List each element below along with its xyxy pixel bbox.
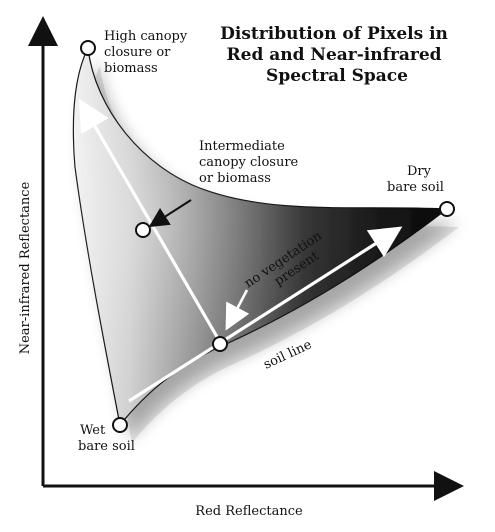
title-line-1: Distribution of Pixels in (220, 24, 448, 44)
dry-soil-point (439, 201, 455, 217)
wet-soil-label-line-1: Wet (80, 423, 106, 438)
intermediate-label-line-2: canopy closure (199, 155, 299, 170)
high-canopy-label-line-1: High canopy (104, 29, 188, 44)
diagram-title: Distribution of Pixels in Red and Near-i… (220, 24, 454, 86)
feature-space-highlight (73, 48, 448, 425)
y-axis-label: Near-infrared Reflectance (18, 181, 33, 354)
dry-soil-label-line-1: Dry (407, 164, 432, 179)
high-canopy-label: High canopy closure or biomass (104, 29, 191, 76)
wet-soil-point (112, 417, 128, 433)
wet-soil-label: Wet bare soil (78, 423, 135, 454)
high-canopy-point (80, 40, 96, 56)
high-canopy-label-line-2: closure or (104, 45, 171, 60)
intermediate-label: Intermediate canopy closure or biomass (199, 139, 302, 186)
no-vegetation-callout-arrow (225, 289, 250, 331)
wet-soil-label-line-2: bare soil (78, 439, 135, 454)
intermediate-point (135, 222, 151, 238)
intermediate-callout-arrow (148, 199, 192, 228)
soil-line-arrow (128, 226, 403, 403)
title-line-2: Red and Near-infrared (227, 45, 442, 65)
dry-soil-label: Dry bare soil (387, 164, 444, 195)
x-axis-label: Red Reflectance (195, 504, 303, 519)
intermediate-label-line-3: or biomass (199, 171, 271, 186)
title-line-3: Spectral Space (266, 66, 408, 86)
intermediate-label-line-1: Intermediate (199, 139, 285, 154)
high-canopy-label-line-3: biomass (104, 61, 158, 76)
no-vegetation-point (212, 336, 228, 352)
dry-soil-label-line-2: bare soil (387, 180, 444, 195)
